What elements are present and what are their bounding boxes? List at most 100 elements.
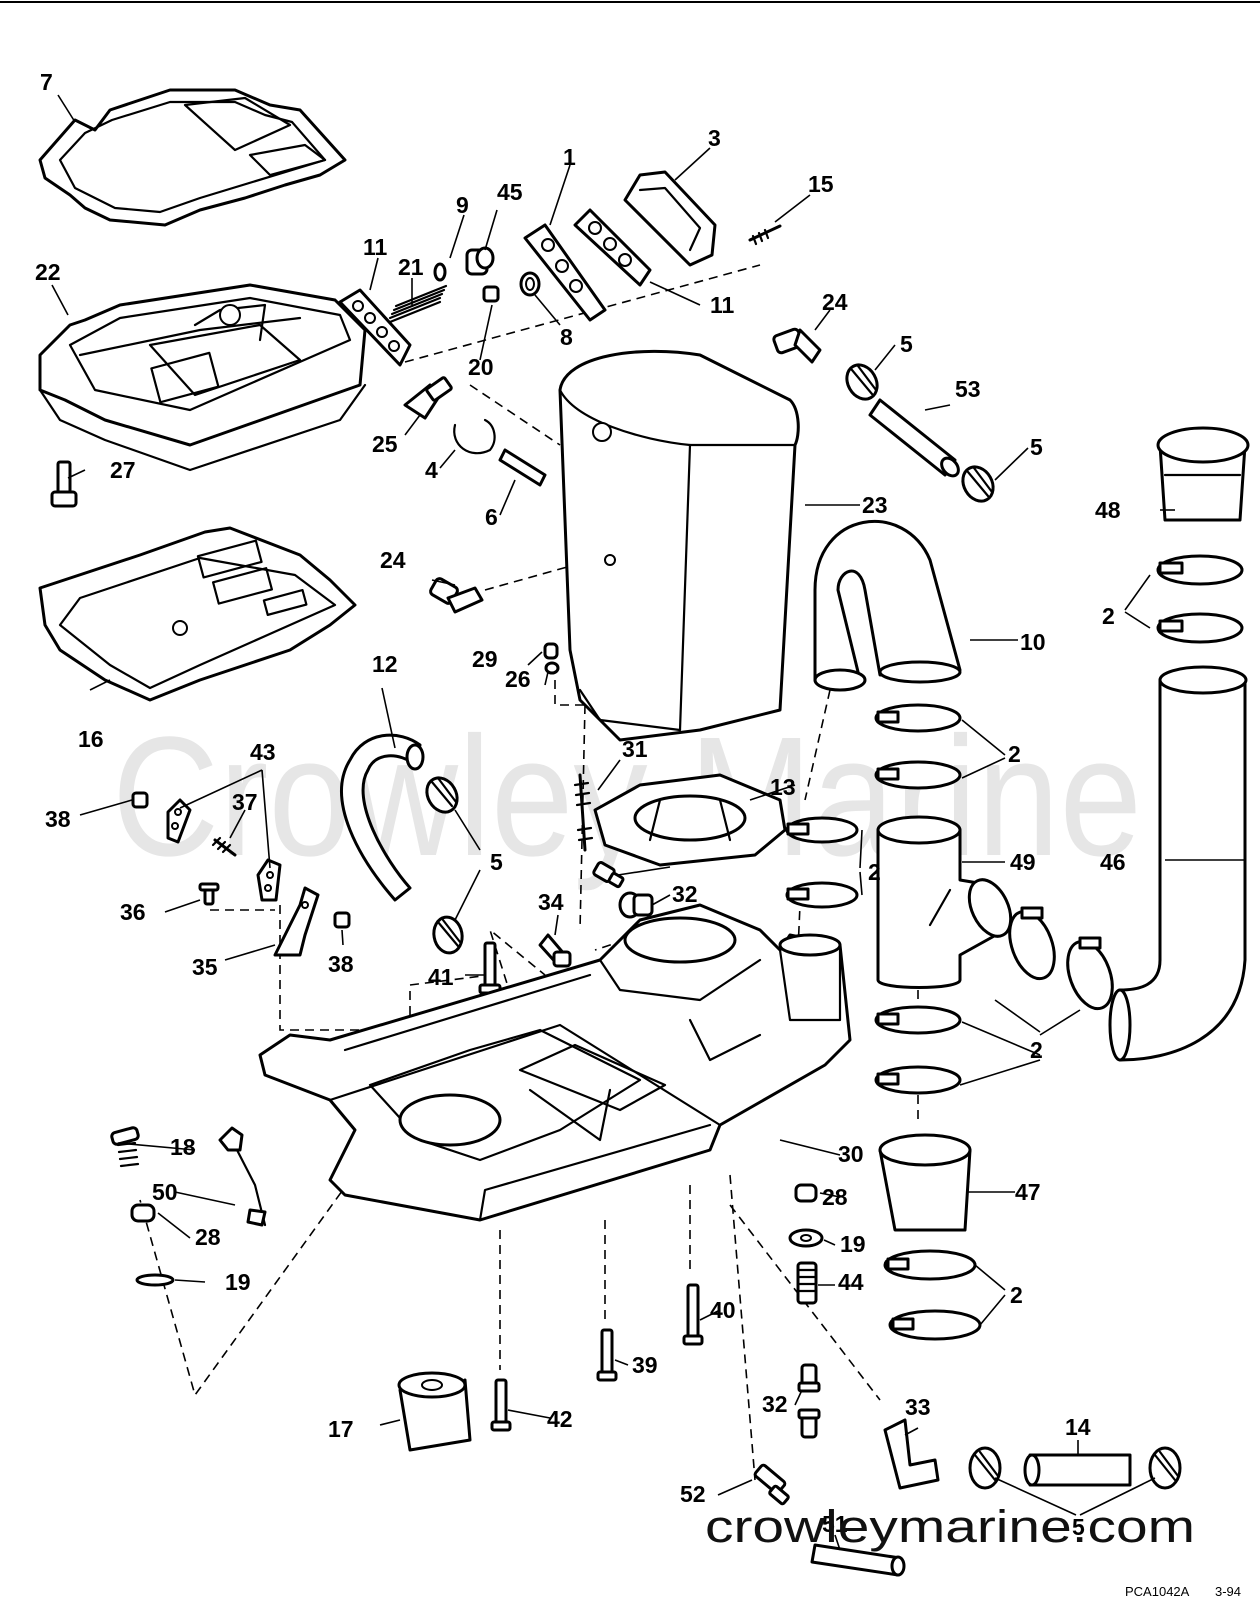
callout-label: 7 — [40, 69, 53, 95]
pin-6 — [498, 448, 547, 487]
callout-label: 12 — [372, 651, 398, 677]
callout-label: 2 — [868, 859, 881, 885]
clamp-5-e — [968, 1446, 1002, 1490]
callout-label: 51 — [822, 1511, 848, 1537]
clamp-5-d — [432, 915, 464, 955]
gasket-11-left — [338, 288, 412, 367]
clip-4 — [453, 418, 496, 455]
drawing-ref-number: PCA1042A — [1125, 1584, 1190, 1599]
callout-label: 25 — [372, 431, 398, 457]
clamp-2-d1 — [883, 1249, 977, 1281]
callout-label: 38 — [328, 951, 354, 977]
callout-label: 41 — [428, 964, 454, 990]
callout-label: 2 — [1008, 741, 1021, 767]
washer-26 — [544, 661, 560, 675]
bracket-35 — [273, 886, 320, 957]
callout-label: 5 — [1030, 434, 1043, 460]
drawing-date: 3-94 — [1215, 1584, 1241, 1599]
callout-label: 6 — [485, 504, 498, 530]
callout-label: 3 — [708, 125, 721, 151]
callout-label: 4 — [425, 457, 438, 483]
nut-29 — [543, 642, 559, 660]
fitting-45 — [465, 246, 495, 276]
screw-37 — [211, 836, 237, 857]
clamp-2-c1 — [874, 703, 962, 733]
washer-19-right — [788, 1228, 824, 1248]
callout-label: 22 — [35, 259, 61, 285]
screw-40 — [682, 1283, 704, 1346]
callout-label: 35 — [192, 954, 218, 980]
gasket-16 — [38, 526, 357, 702]
screw-36 — [198, 882, 220, 906]
callout-label: 11 — [710, 292, 735, 318]
adapter-plate-22 — [38, 283, 367, 472]
exhaust-housing-30 — [258, 903, 852, 1222]
clamp-2-c2 — [874, 760, 962, 790]
screw-18 — [110, 1126, 140, 1168]
screw-42 — [490, 1378, 512, 1432]
callout-label: 13 — [770, 774, 796, 800]
clamp-2-b1 — [874, 1005, 962, 1035]
cover-3 — [623, 170, 717, 267]
callout-label: 40 — [710, 1297, 736, 1323]
elbow-24-top — [772, 327, 822, 364]
callout-label: 50 — [152, 1179, 178, 1205]
callout-label: 47 — [1015, 1179, 1041, 1205]
fitting-34 — [538, 933, 572, 968]
housing-23 — [558, 349, 800, 742]
callout-label: 11 — [363, 234, 388, 260]
callout-label: 28 — [822, 1184, 848, 1210]
hose-14 — [1023, 1453, 1132, 1487]
fitting-32-d — [797, 1408, 821, 1439]
clamp-2-d2 — [888, 1309, 982, 1341]
clamp-2-s2 — [1066, 936, 1114, 1011]
nut-28-left — [130, 1203, 156, 1223]
callout-label: 24 — [380, 547, 406, 573]
fitting-32-b — [618, 891, 654, 919]
callout-label: 18 — [170, 1134, 196, 1160]
callout-label: 8 — [560, 324, 573, 350]
callout-label: 21 — [398, 254, 424, 280]
callout-label: 36 — [120, 899, 146, 925]
callout-label: 38 — [45, 806, 71, 832]
tee-49 — [876, 815, 1013, 989]
hose-12 — [340, 733, 425, 902]
fitting-25 — [403, 376, 453, 420]
clamp-2-s1 — [1008, 906, 1056, 981]
callout-label: 2 — [1010, 1282, 1023, 1308]
screw-15 — [748, 224, 782, 246]
stud-31 — [573, 773, 594, 852]
cap-48 — [1156, 426, 1250, 522]
callout-label: 27 — [110, 457, 136, 483]
spring-21 — [388, 284, 448, 324]
callout-label: 28 — [195, 1224, 221, 1250]
screw-39 — [596, 1328, 618, 1382]
callout-label: 37 — [232, 789, 258, 815]
clamp-5-b — [961, 465, 995, 503]
callout-label: 23 — [862, 492, 888, 518]
callout-label: 52 — [680, 1481, 706, 1507]
assembly-lines — [139, 264, 919, 1481]
bracket-43-a — [166, 798, 192, 844]
callout-label: 16 — [78, 726, 104, 752]
elbow-24-mid — [429, 577, 484, 614]
callout-label: 15 — [808, 171, 834, 197]
tube-46 — [1108, 665, 1248, 1062]
gasket-13 — [593, 773, 787, 867]
callout-label: 43 — [250, 739, 276, 765]
elbow-hose-10 — [813, 519, 962, 692]
clamp-2-l2 — [785, 881, 859, 909]
callout-label: 1 — [563, 144, 576, 170]
callout-label: 14 — [1065, 1414, 1091, 1440]
hose-53 — [868, 398, 960, 478]
nut-20 — [482, 285, 500, 303]
hose-51 — [810, 1543, 906, 1577]
nut-28-right — [794, 1183, 818, 1203]
callout-label: 19 — [225, 1269, 251, 1295]
spring-44 — [796, 1261, 818, 1305]
callout-label: 53 — [955, 376, 981, 402]
bushing-8 — [519, 271, 541, 297]
callout-label: 49 — [1010, 849, 1036, 875]
callout-label: 48 — [1095, 497, 1121, 523]
